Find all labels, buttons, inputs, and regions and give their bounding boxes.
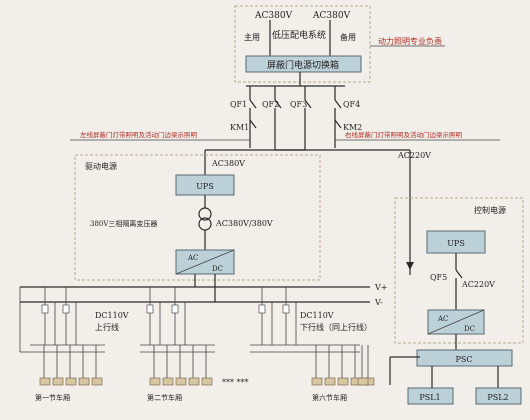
label-power-load: 动力照明专业负责 [378, 36, 442, 46]
dcu-units [39, 345, 375, 386]
psl2-box [475, 387, 522, 405]
label-ac380-380: AC380V/380V [215, 219, 273, 228]
bus-fuses [41, 304, 290, 314]
label-qf4: QF4 [343, 100, 360, 109]
control-power-title: 控制电源 [474, 205, 506, 215]
label-ellipsis: *** *** [222, 378, 249, 387]
label-ac220-top: AC220V [397, 151, 431, 160]
dcu-unit [337, 377, 349, 386]
label-control-ac220: AC220V [461, 280, 495, 289]
dcu-unit [149, 377, 161, 386]
label-km2: KM2 [343, 123, 362, 132]
psc-label: PSC [456, 355, 473, 364]
dcu-unit [357, 377, 369, 386]
dcu-unit [324, 377, 336, 386]
dcu-unit [201, 377, 213, 386]
psl1-label: PSL1 [419, 393, 440, 402]
dcu-distribution [30, 344, 360, 353]
dcu-unit [162, 377, 174, 386]
dcu-unit [52, 377, 64, 386]
label-standby: 备用 [340, 32, 356, 42]
transformer-coil-top [198, 207, 212, 221]
switchbox-label: 屏蔽门电源切换箱 [267, 59, 339, 71]
label-car1: 第一节车厢 [35, 393, 70, 402]
label-v-plus: V+ [374, 283, 387, 292]
label-left-lighting: 左线屏蔽门灯带照明及活动门边梁示照明 [80, 130, 198, 139]
psl2-label: PSL2 [487, 393, 508, 402]
label-ac380-right: AC380V [312, 11, 351, 21]
psc-box [416, 349, 513, 367]
control-power-region [394, 197, 524, 344]
dcu-unit [91, 377, 103, 386]
label-transformer: 380V三相隔离变压器 [90, 219, 157, 228]
label-dc110-up: DC110V [95, 311, 129, 320]
label-qf5: QF5 [430, 273, 447, 282]
label-ac380-left: AC380V [254, 11, 293, 21]
label-qf2: QF2 [262, 100, 279, 109]
drive-ups-label: UPS [196, 182, 214, 191]
label-up-line: 上行线 [95, 322, 119, 332]
drive-dc-label: DC [212, 265, 223, 273]
psl1-box [407, 387, 454, 405]
dcu-unit [39, 377, 51, 386]
dcu-unit [188, 377, 200, 386]
bus-feeders [44, 287, 297, 345]
label-lv-system: 低压配电系统 [272, 29, 326, 41]
control-ups-label: UPS [447, 239, 465, 248]
label-main: 主用 [244, 32, 260, 42]
lv-system-region [234, 5, 371, 83]
label-car2: 第二节车厢 [147, 393, 182, 402]
label-v-minus: V- [374, 298, 383, 307]
label-right-lighting: 右线屏蔽门灯带照明及活动门边梁示照明 [345, 130, 463, 139]
drive-ac-label: AC [187, 254, 198, 262]
label-qf3: QF3 [290, 100, 307, 109]
dcu-unit [175, 377, 187, 386]
label-car6: 第六节车厢 [312, 393, 347, 402]
control-ac-label: AC [437, 315, 448, 323]
drive-power-title: 驱动电源 [85, 161, 117, 171]
switchbox [245, 55, 362, 73]
dcu-unit [78, 377, 90, 386]
dcu-unit [311, 377, 323, 386]
label-drive-ac380: AC380V [211, 159, 245, 168]
drive-power-region [74, 154, 321, 281]
dcu-unit [65, 377, 77, 386]
label-km1: KM1 [230, 123, 249, 132]
label-qf1: QF1 [230, 100, 247, 109]
label-down-line: 下行线（同上行线） [300, 322, 372, 332]
label-dc110-down: DC110V [300, 311, 334, 320]
control-dc-label: DC [464, 325, 475, 333]
